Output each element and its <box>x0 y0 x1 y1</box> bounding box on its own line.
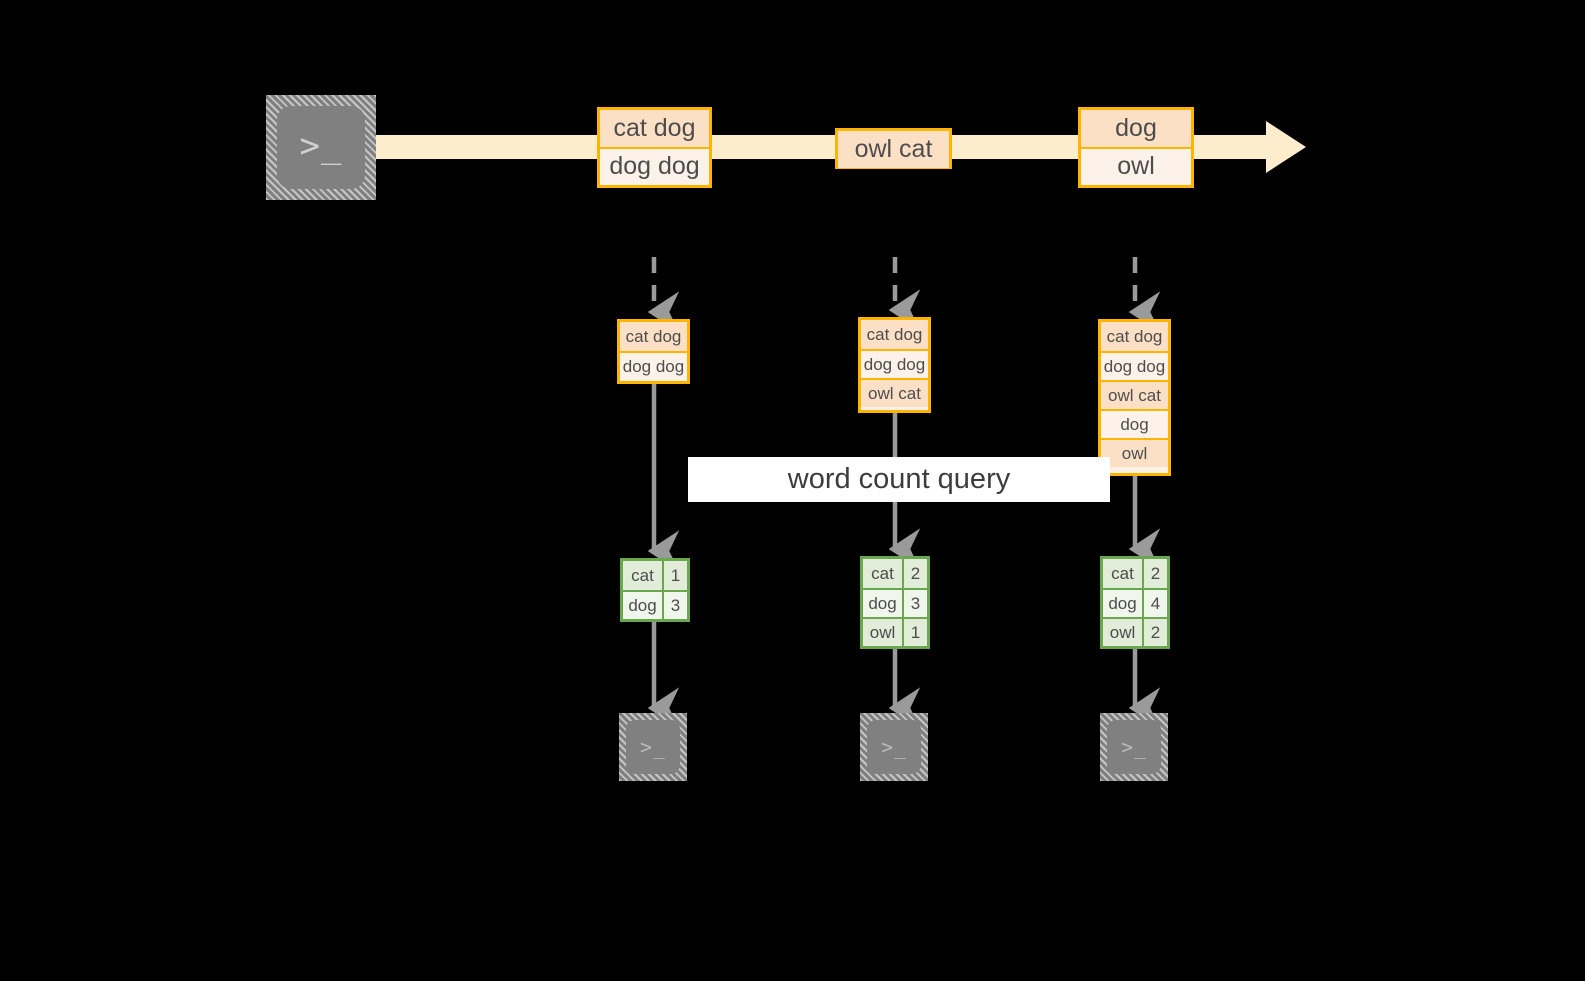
terminal-prompt-glyph: >_ <box>880 735 908 759</box>
accumulated-record-line: cat dog <box>861 320 928 349</box>
stream-record-line: owl <box>1081 147 1191 184</box>
terminal-prompt-glyph: >_ <box>1120 735 1148 759</box>
query-label: word count query <box>688 457 1110 502</box>
accumulated-record-line: dog dog <box>620 351 687 380</box>
result-count: 3 <box>664 592 687 619</box>
snapshot-1-accumulated-records: cat dog dog dog <box>617 319 690 384</box>
accumulated-record-line: owl cat <box>1101 380 1168 409</box>
snapshot-2-accumulated-records: cat dog dog dog owl cat <box>858 317 931 413</box>
result-row: cat 2 <box>863 559 927 588</box>
accumulated-record-line: cat dog <box>620 322 687 351</box>
stream-record-3: dog owl <box>1078 107 1194 188</box>
result-count: 1 <box>904 619 927 646</box>
result-word: dog <box>863 590 904 617</box>
snapshot-3-result-table: cat 2 dog 4 owl 2 <box>1100 556 1170 649</box>
result-word: cat <box>1103 559 1144 588</box>
accumulated-record-line: dog dog <box>1101 351 1168 380</box>
result-word: cat <box>863 559 904 588</box>
result-count: 2 <box>1144 619 1167 646</box>
result-row: owl 1 <box>863 617 927 646</box>
terminal-screen <box>626 720 680 774</box>
source-terminal-icon[interactable]: >_ <box>266 95 376 200</box>
result-word: owl <box>863 619 904 646</box>
result-word: dog <box>1103 590 1144 617</box>
terminal-screen <box>1107 720 1161 774</box>
result-row: owl 2 <box>1103 617 1167 646</box>
result-word: owl <box>1103 619 1144 646</box>
result-count: 2 <box>904 559 927 588</box>
result-row: dog 4 <box>1103 588 1167 617</box>
snapshot-3-sink-terminal-icon[interactable]: >_ <box>1100 713 1168 781</box>
snapshot-3-accumulated-records: cat dog dog dog owl cat dog owl <box>1098 319 1171 476</box>
result-row: dog 3 <box>863 588 927 617</box>
accumulated-record-line: cat dog <box>1101 322 1168 351</box>
result-row: cat 2 <box>1103 559 1167 588</box>
stream-record-line: cat dog <box>600 110 709 147</box>
accumulated-record-line: dog <box>1101 409 1168 438</box>
result-count: 3 <box>904 590 927 617</box>
result-word: cat <box>623 561 664 590</box>
result-count: 4 <box>1144 590 1167 617</box>
accumulated-record-line: dog dog <box>861 349 928 378</box>
result-count: 2 <box>1144 559 1167 588</box>
terminal-prompt-glyph: >_ <box>299 125 343 166</box>
stream-record-line: dog <box>1081 110 1191 147</box>
snapshot-2-result-table: cat 2 dog 3 owl 1 <box>860 556 930 649</box>
terminal-screen <box>277 106 365 189</box>
stream-record-line: dog dog <box>600 147 709 184</box>
result-count: 1 <box>664 561 687 590</box>
accumulated-record-line: owl cat <box>861 378 928 407</box>
terminal-prompt-glyph: >_ <box>639 735 667 759</box>
stream-record-2: owl cat <box>835 128 952 169</box>
result-row: cat 1 <box>623 561 687 590</box>
stream-record-line: owl cat <box>838 131 949 168</box>
snapshot-1-result-table: cat 1 dog 3 <box>620 558 690 622</box>
terminal-screen <box>867 720 921 774</box>
snapshot-1-sink-terminal-icon[interactable]: >_ <box>619 713 687 781</box>
accumulated-record-line: owl <box>1101 438 1168 467</box>
result-row: dog 3 <box>623 590 687 619</box>
stream-record-1: cat dog dog dog <box>597 107 712 188</box>
snapshot-2-sink-terminal-icon[interactable]: >_ <box>860 713 928 781</box>
result-word: dog <box>623 592 664 619</box>
